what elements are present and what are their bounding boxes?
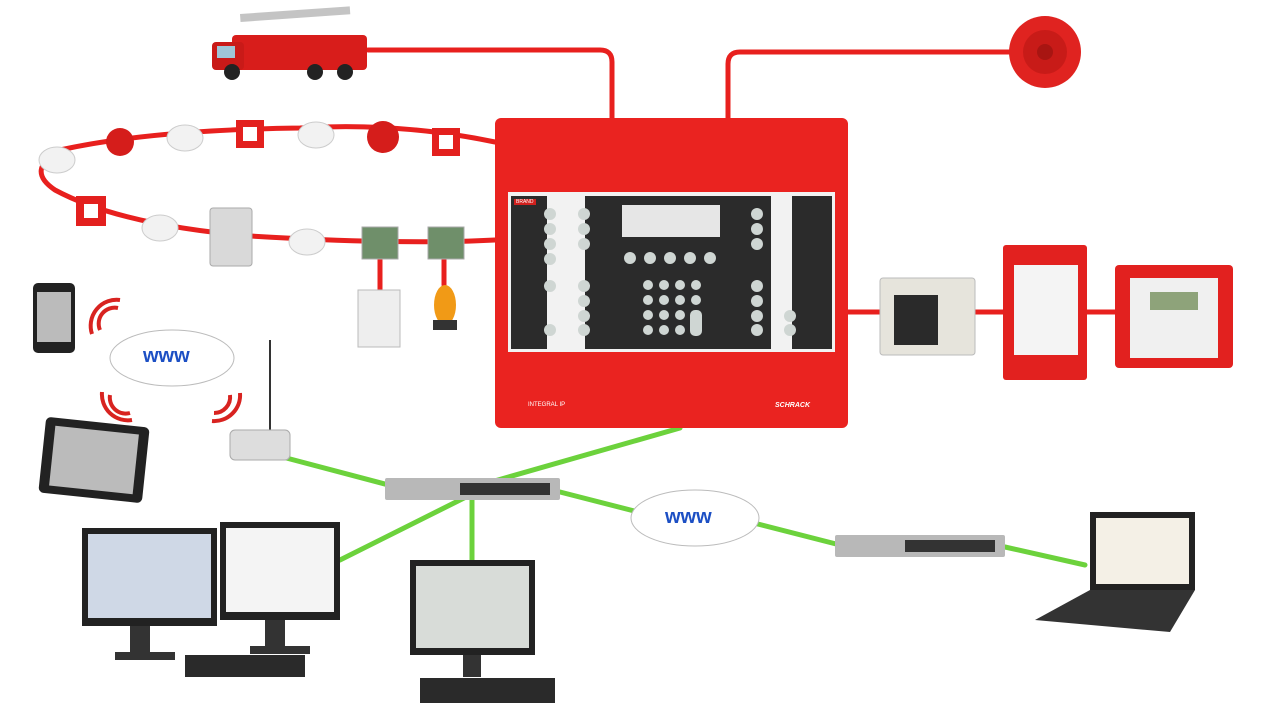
door-holder-icon <box>357 289 401 348</box>
fire-brigade-panel-icon <box>879 277 976 356</box>
beacon-light-icon <box>433 285 457 330</box>
fire-truck-icon <box>212 6 367 80</box>
interface-module-icon <box>209 207 253 267</box>
wireless-router-icon <box>229 340 291 461</box>
fire-alarm-control-panel <box>495 118 848 428</box>
network-switch-icon <box>385 478 560 500</box>
panel-alarm-label: BRAND <box>514 199 536 205</box>
wireless-signal-icon <box>88 297 243 424</box>
io-module-icon <box>361 226 399 260</box>
manual-call-point-icons <box>76 120 460 226</box>
cloud-label-right: www <box>665 506 712 528</box>
panel-brand-left: INTEGRAL IP <box>528 402 566 408</box>
alarm-sounder-icon <box>1009 16 1081 88</box>
network-switch-icon <box>835 535 1005 557</box>
remote-display-icon <box>1115 265 1233 368</box>
internet-cloud-right <box>630 489 760 547</box>
fire-brigade-control-icon <box>1003 245 1087 380</box>
io-module-icon <box>427 226 465 260</box>
dual-monitor-workstation-icon <box>82 522 340 677</box>
internet-cloud-left <box>109 329 235 387</box>
tablet-icon <box>38 417 150 503</box>
workstation-monitor-icon <box>410 560 555 703</box>
panel-brand-right: SCHRACK <box>775 402 810 409</box>
smoke-detector-icons <box>38 121 335 256</box>
laptop-icon <box>1035 512 1195 632</box>
smartphone-icon <box>33 283 75 353</box>
cloud-label-left: www <box>143 345 190 367</box>
loop-sounder-icons <box>106 121 399 156</box>
